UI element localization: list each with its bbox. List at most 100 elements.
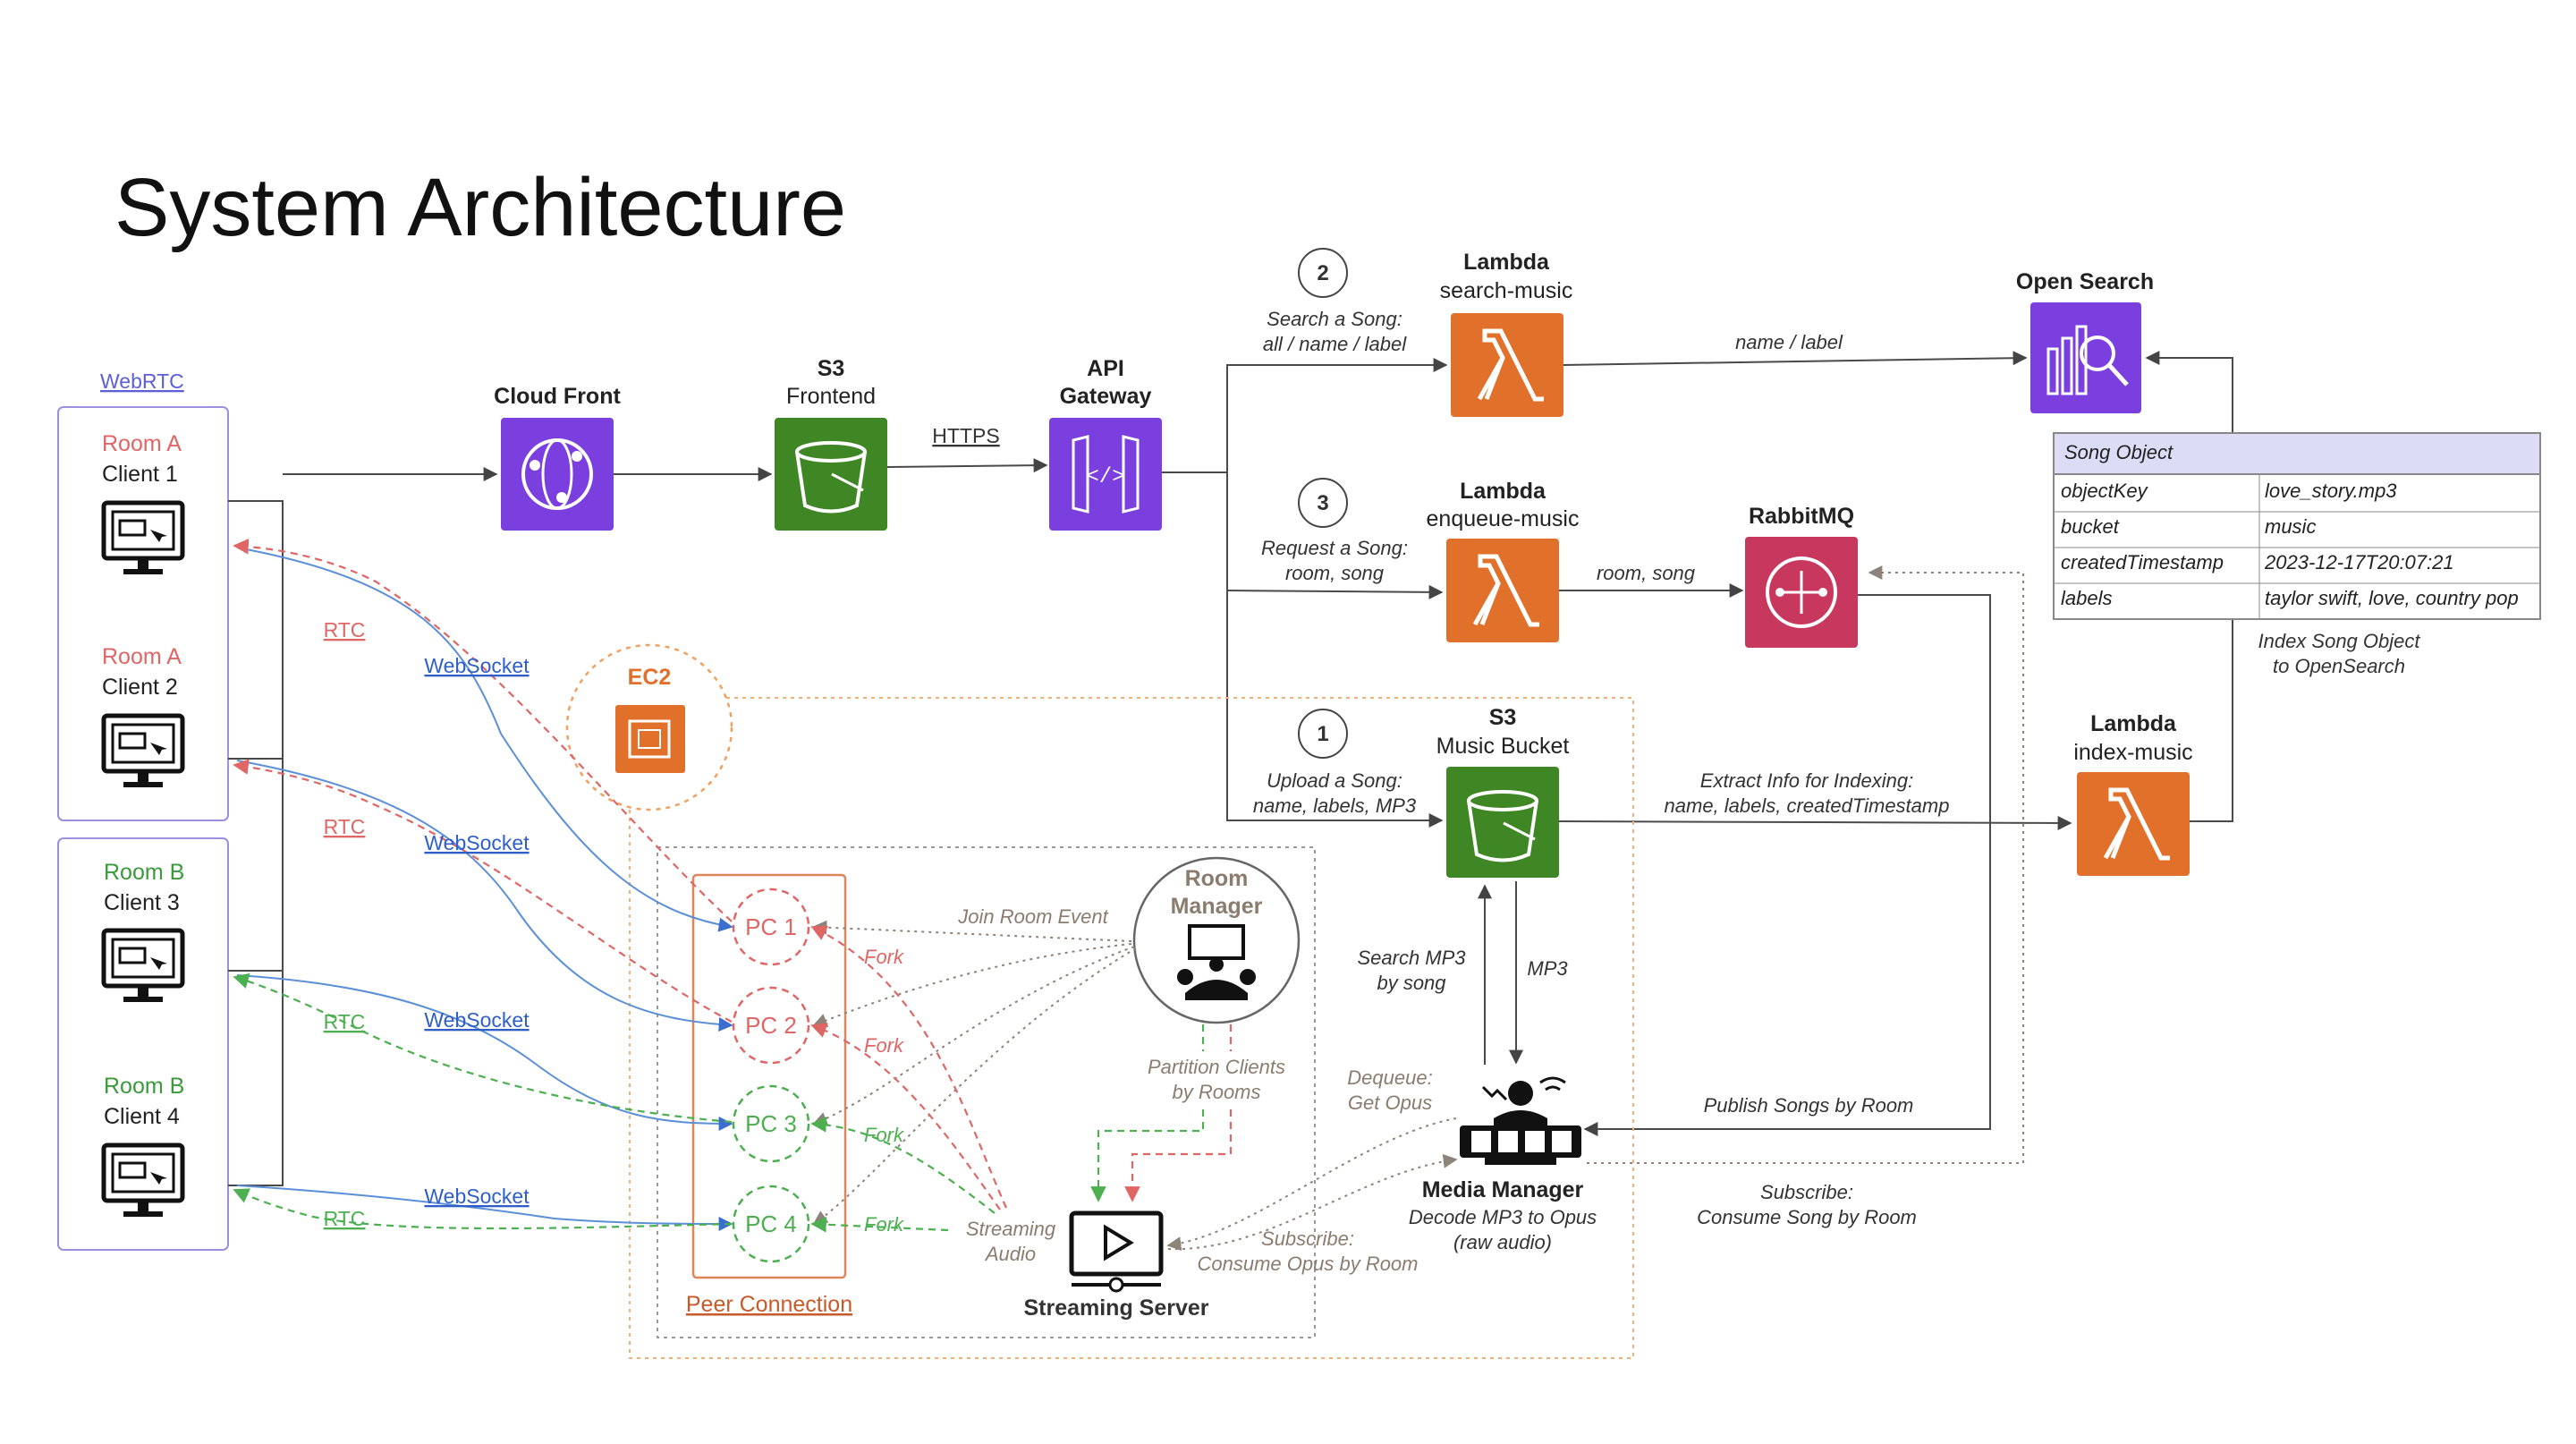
lambda-index-title: Lambda [2090, 711, 2177, 736]
media-manager-icon[interactable] [1460, 1076, 1581, 1165]
websocket-line-1 [236, 547, 733, 932]
rtc-label[interactable]: RTC [324, 618, 366, 641]
client-4[interactable]: Room B Client 4 [101, 1074, 185, 1217]
table-value: 2023-12-17T20:07:21 [2264, 551, 2454, 573]
s3-frontend-sub: Frontend [786, 384, 876, 409]
edge-api-search [1226, 358, 1448, 472]
websocket-label[interactable]: WebSocket [424, 831, 530, 854]
websocket-line-4 [236, 1185, 733, 1231]
rabbitmq-icon[interactable] [1745, 537, 1858, 648]
lambda-icon[interactable] [1451, 313, 1563, 417]
lambda-enqueue-sub: enqueue-music [1427, 506, 1580, 531]
edge-partition-red [1132, 1024, 1233, 1201]
svg-text:</>: </> [1086, 465, 1124, 489]
dequeue-label-1: Dequeue: [1347, 1066, 1432, 1089]
room-manager-circle[interactable] [1132, 856, 1301, 1024]
page-title: System Architecture [114, 162, 846, 253]
rtc-label[interactable]: RTC [324, 1207, 366, 1230]
edge-join-pc4 [812, 947, 1137, 1225]
rtc-line-4 [233, 1188, 733, 1230]
lambda-icon[interactable] [2077, 772, 2190, 876]
websocket-label[interactable]: WebSocket [424, 654, 530, 677]
websocket-label[interactable]: WebSocket [424, 1008, 530, 1032]
room-b-group [57, 837, 229, 1251]
lambda-icon[interactable] [1446, 539, 1559, 642]
client-2[interactable]: Room A Client 2 [101, 644, 185, 787]
edge-fork-pc1 [810, 926, 1008, 1209]
table-key: labels [2061, 587, 2112, 609]
name-label-edge: name / label [1735, 331, 1843, 353]
ec2-boundary [629, 697, 1634, 1359]
song-object-title: Song Object [2064, 441, 2174, 463]
step-3-line2: room, song [1285, 562, 1385, 584]
lambda-search-title: Lambda [1463, 250, 1550, 275]
websocket-label[interactable]: WebSocket [424, 1185, 530, 1208]
pc-label: PC 4 [745, 1210, 797, 1237]
step-3-number: 3 [1317, 491, 1328, 515]
computer-icon [101, 713, 185, 787]
lambda-search-sub: search-music [1440, 278, 1573, 303]
subscribe-opus-label-1: Subscribe: [1261, 1227, 1354, 1250]
step-2-badge [1298, 248, 1348, 298]
client-1[interactable]: Room A Client 1 [101, 431, 185, 574]
index-label-2: to OpenSearch [2273, 655, 2405, 677]
open-search-icon[interactable] [2030, 302, 2141, 413]
client-1-room: Room A [102, 431, 182, 456]
edge-s3-api [886, 458, 1048, 473]
edge-partition-green [1098, 1024, 1205, 1201]
table-key: createdTimestamp [2061, 551, 2224, 573]
s3-bucket-icon[interactable] [775, 418, 887, 531]
extract-label-2: name, labels, createdTimestamp [1665, 794, 1950, 817]
ec2-title: EC2 [628, 665, 672, 690]
client-3[interactable]: Room B Client 3 [101, 860, 185, 1002]
webrtc-label[interactable]: WebRTC [100, 369, 184, 393]
pc-2[interactable]: PC 2 [732, 986, 810, 1065]
ec2-icon[interactable] [615, 705, 685, 773]
client-4-room: Room B [104, 1074, 184, 1099]
search-mp3-label-1: Search MP3 [1357, 947, 1466, 969]
join-room-label: Join Room Event [957, 905, 1108, 928]
edge-publish [1583, 594, 1991, 1136]
edge-join-pc2 [812, 943, 1132, 1028]
client-1-label: Client 1 [102, 462, 178, 487]
computer-icon [101, 1142, 185, 1217]
open-search-title: Open Search [2016, 269, 2154, 294]
step-3-badge [1298, 478, 1348, 528]
streaming-server-icon[interactable] [1069, 1210, 1164, 1293]
search-mp3-label-2: by song [1377, 972, 1446, 994]
rtc-label[interactable]: RTC [324, 1010, 366, 1033]
table-value: music [2265, 515, 2316, 538]
partition-label-2: by Rooms [1172, 1081, 1260, 1103]
step-2-line1: Search a Song: [1267, 308, 1402, 330]
edge-fork-pc2 [810, 1023, 1001, 1210]
client-2-room: Room A [102, 644, 182, 669]
rabbitmq-title: RabbitMQ [1749, 504, 1854, 529]
https-label: HTTPS [932, 424, 999, 447]
rtc-line-1 [233, 539, 733, 922]
room-a-group [57, 406, 229, 821]
cloudfront-icon[interactable] [501, 418, 614, 531]
pc-4[interactable]: PC 4 [732, 1185, 810, 1263]
edge-dequeue [1166, 1117, 1457, 1252]
rtc-label[interactable]: RTC [324, 815, 366, 838]
dequeue-label-2: Get Opus [1348, 1091, 1432, 1114]
client-2-label: Client 2 [102, 675, 178, 700]
api-gateway-icon[interactable]: </> [1049, 418, 1162, 531]
cloudfront-label: Cloud Front [494, 384, 621, 409]
peer-connection-label[interactable]: Peer Connection [686, 1292, 852, 1317]
computer-icon [101, 500, 185, 574]
pc-1[interactable]: PC 1 [732, 888, 810, 966]
edge-fork-pc3 [810, 1117, 996, 1214]
media-manager-title: Media Manager [1422, 1177, 1584, 1202]
step-1-number: 1 [1317, 722, 1328, 746]
edge-search-opensearch [1563, 351, 2028, 366]
meeting-icon [1177, 924, 1256, 1000]
pc-3[interactable]: PC 3 [732, 1084, 810, 1163]
streaming-audio-label-2: Audio [984, 1243, 1036, 1265]
s3-bucket-icon[interactable] [1446, 767, 1559, 878]
client-4-label: Client 4 [104, 1104, 180, 1129]
websocket-line-3 [236, 974, 733, 1131]
step-1-line2: name, labels, MP3 [1253, 794, 1417, 817]
s3-music-sub: Music Bucket [1436, 734, 1570, 759]
